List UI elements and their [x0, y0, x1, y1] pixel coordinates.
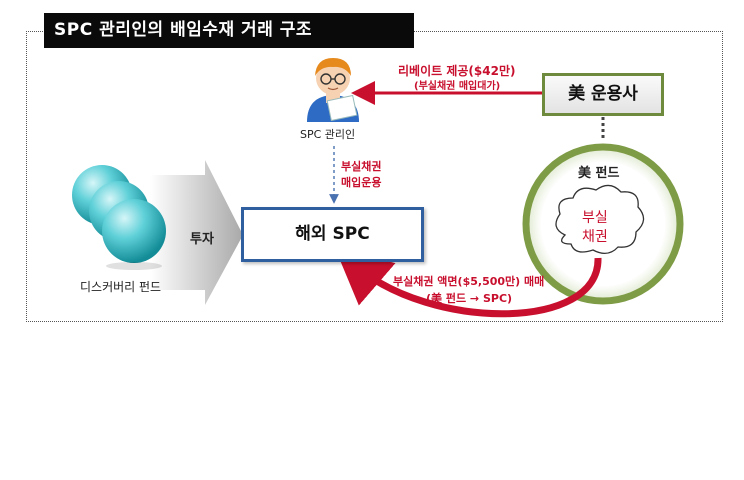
- rebate-label-line1: 리베이트 제공($42만): [398, 64, 516, 78]
- invest-label: 투자: [190, 232, 214, 247]
- discovery-fund-label: 디스커버리 펀드: [80, 280, 162, 294]
- bad-bond-line2: 채권: [582, 229, 608, 245]
- overseas-spc-box: 해외 SPC: [241, 207, 424, 262]
- spc-manager-label: SPC 관리인: [300, 128, 356, 141]
- page-title: SPC 관리인의 배임수재 거래 구조: [44, 13, 414, 48]
- trade-label-line2: (美 펀드 → SPC): [426, 292, 513, 305]
- us-fund-label: 美 펀드: [578, 166, 620, 181]
- trade-arrow: [334, 247, 602, 318]
- sphere-icon: [72, 165, 166, 270]
- purchase-label-line1: 부실채권: [341, 160, 382, 173]
- rebate-label-line2: (부실채권 매입대가): [414, 81, 501, 92]
- cloud-icon: [555, 184, 645, 254]
- us-manager-box: 美 운용사: [542, 73, 664, 116]
- invest-arrow: [150, 160, 243, 305]
- person-icon: [307, 58, 359, 122]
- bad-bond-line1: 부실: [582, 210, 608, 226]
- trade-label-line1: 부실채권 액면($5,500만) 매매: [393, 275, 545, 288]
- purchase-label-line2: 매입운용: [341, 176, 382, 189]
